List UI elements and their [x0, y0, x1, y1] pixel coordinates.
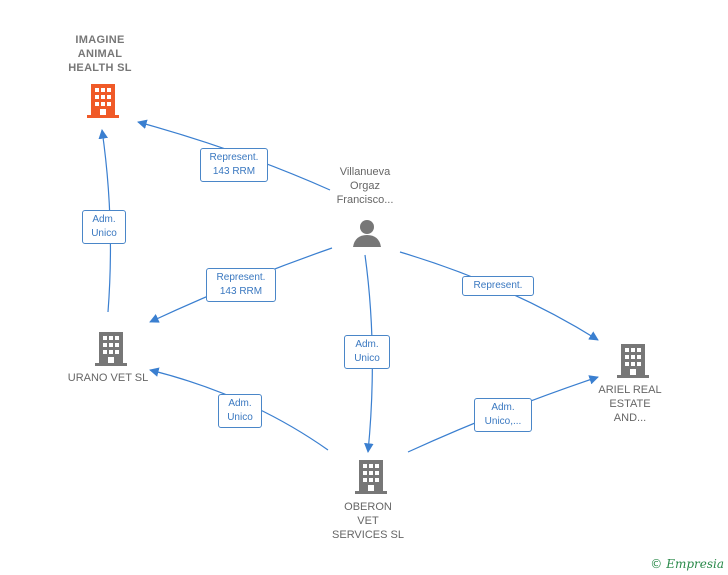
person-icon[interactable]: [353, 220, 381, 247]
edge-label-oberon-ariel: Adm. Unico,...: [474, 398, 532, 432]
building-icon[interactable]: [87, 84, 119, 118]
edge-person-ariel: [399, 251, 599, 341]
building-icon[interactable]: [617, 344, 649, 378]
node-label-imagine[interactable]: IMAGINE ANIMAL HEALTH SL: [68, 34, 132, 74]
copyright-icon: ©: [650, 557, 663, 571]
edge-label-urano-imagine: Adm. Unico: [82, 210, 126, 244]
edge-label-person-imagine: Represent. 143 RRM: [200, 148, 268, 182]
building-icon[interactable]: [355, 460, 387, 494]
edge-label-person-urano: Represent. 143 RRM: [206, 268, 276, 302]
node-label-oberon[interactable]: OBERON VET SERVICES SL: [332, 501, 404, 541]
node-label-urano[interactable]: URANO VET SL: [67, 372, 149, 384]
edge-label-person-oberon: Adm. Unico: [344, 335, 390, 369]
brand-name: Empresia: [666, 557, 724, 571]
footer-brand[interactable]: ©Empresia: [650, 557, 724, 571]
building-icon[interactable]: [95, 332, 127, 366]
node-label-ariel[interactable]: ARIEL REAL ESTATE AND...: [598, 384, 662, 424]
edge-label-oberon-urano: Adm. Unico: [218, 394, 262, 428]
edge-label-person-ariel: Represent.: [462, 276, 534, 296]
node-label-person[interactable]: Villanueva Orgaz Francisco...: [336, 166, 394, 206]
